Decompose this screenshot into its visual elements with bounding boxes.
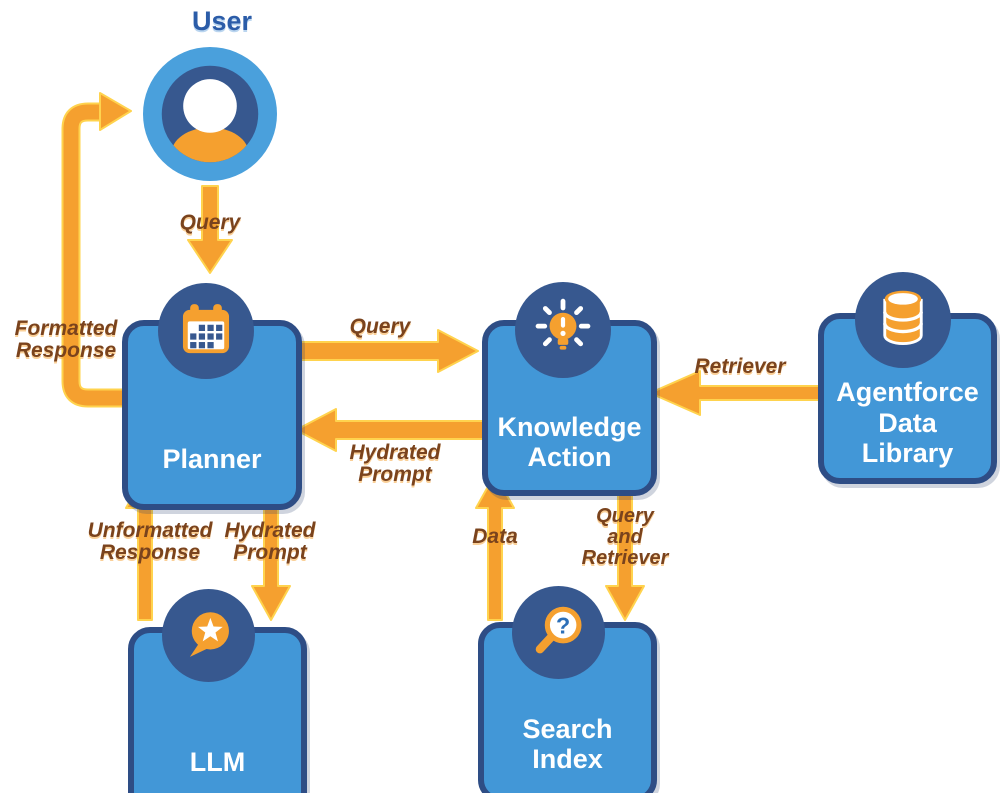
arrow-planner-to-user xyxy=(61,92,132,408)
arrow-planner-to-knowledge xyxy=(290,329,479,373)
edge-label-user-query: Query xyxy=(179,211,241,234)
user-node-label: User xyxy=(191,6,253,36)
search-index-label-line2: Index xyxy=(532,743,603,774)
arrow-user-to-planner xyxy=(187,185,233,274)
question-mark-glyph: ? xyxy=(556,612,570,638)
magnifier-question-icon: ? xyxy=(512,586,605,679)
edge-label-data: Data xyxy=(472,525,518,548)
arrow-library-to-knowledge xyxy=(649,370,821,416)
knowledge-action-label-line1: Knowledge xyxy=(497,411,642,442)
llm-label: LLM xyxy=(189,746,246,777)
edge-label-hydrated-prompt-horizontal: Hydrated Prompt xyxy=(349,441,441,487)
search-index-label-line1: Search xyxy=(522,713,613,744)
knowledge-action-label-line2: Action xyxy=(527,441,612,472)
database-icon xyxy=(855,272,951,368)
edge-label-unformatted-response: Unformatted Response xyxy=(87,519,213,565)
library-label-line2: Data xyxy=(878,407,937,438)
library-label-line1: Agentforce xyxy=(836,377,979,408)
user-avatar-icon xyxy=(143,47,277,181)
edge-label-formatted-response: Formatted Response xyxy=(14,317,118,363)
edge-label-hydrated-prompt-vertical: Hydrated Prompt xyxy=(224,519,316,565)
calendar-icon xyxy=(158,283,254,379)
lightbulb-idea-icon xyxy=(515,282,611,378)
chat-star-icon xyxy=(162,589,255,682)
edge-label-retriever: Retriever xyxy=(694,355,786,378)
edge-label-query-and-retriever: Query and Retriever xyxy=(581,505,669,569)
planner-label: Planner xyxy=(162,443,262,474)
edge-label-planner-query: Query xyxy=(349,315,411,338)
library-label-line3: Library xyxy=(861,437,954,468)
arrow-knowledge-to-planner xyxy=(295,408,484,452)
